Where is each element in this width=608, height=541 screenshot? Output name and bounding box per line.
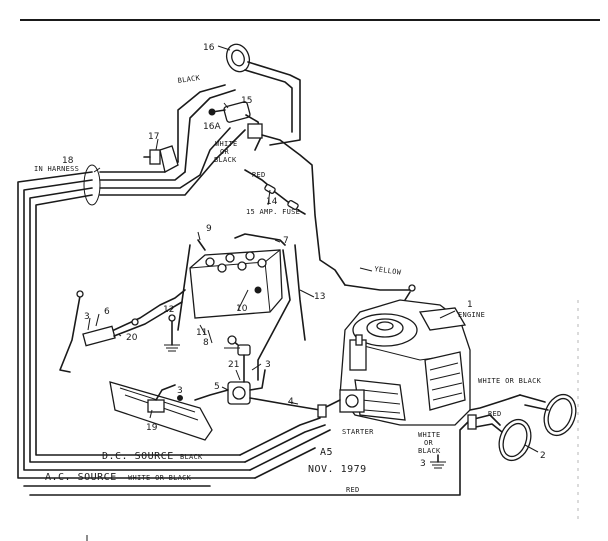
callout-20: 20 bbox=[126, 333, 138, 343]
label-dc-source: D.C. SOURCE bbox=[102, 451, 174, 462]
solenoid bbox=[194, 344, 321, 411]
engine bbox=[317, 284, 521, 426]
label-white-or-black-low-2: OR bbox=[424, 439, 434, 447]
label-starter: STARTER bbox=[342, 428, 374, 436]
callouts: 16 15 16A 17 18 14 9 7 10 13 12 11 8 21 … bbox=[62, 43, 546, 469]
label-ac-white-or-black: WHITE OR BLACK bbox=[128, 474, 192, 482]
label-in-harness: IN HARNESS bbox=[34, 165, 79, 173]
label-white-or-black-top-2: OR bbox=[220, 148, 230, 156]
callout-13: 13 bbox=[314, 292, 325, 302]
callout-21: 21 bbox=[228, 360, 239, 370]
label-white-or-black-top-1: WHITE bbox=[215, 140, 238, 148]
drawing-date: NOV. 1979 bbox=[308, 464, 367, 475]
callout-9: 9 bbox=[206, 224, 212, 234]
label-red-right: RED bbox=[488, 410, 502, 418]
label-ac-source: A.C. SOURCE bbox=[45, 472, 117, 483]
callout-10: 10 bbox=[236, 304, 248, 314]
callout-5: 5 bbox=[214, 382, 220, 392]
ground-21 bbox=[224, 335, 240, 349]
label-white-or-black-low-1: WHITE bbox=[418, 431, 441, 439]
engine-label: ENGINE bbox=[458, 311, 485, 319]
callout-3-throttle: 3 bbox=[84, 312, 90, 322]
gauge-16 bbox=[225, 43, 301, 146]
headlights bbox=[467, 393, 577, 462]
label-fuse: 15 AMP. FUSE bbox=[246, 208, 300, 216]
label-white-or-black-low-3: BLACK bbox=[418, 447, 441, 455]
label-white-or-black-top-3: BLACK bbox=[214, 156, 237, 164]
callout-3-ground: 3 bbox=[420, 459, 426, 469]
callout-17: 17 bbox=[148, 132, 159, 142]
pedal-switch-assembly bbox=[109, 381, 213, 441]
callout-3-mid: 3 bbox=[265, 360, 271, 370]
drawing-code: A5 bbox=[320, 447, 333, 458]
callout-16: 16 bbox=[203, 43, 215, 53]
leader-lines bbox=[87, 45, 539, 453]
callout-6: 6 bbox=[104, 307, 110, 317]
callout-7: 7 bbox=[283, 236, 289, 246]
label-yellow: YELLOW bbox=[374, 265, 402, 277]
callout-4: 4 bbox=[288, 397, 294, 407]
label-red-bottom: RED bbox=[346, 486, 360, 494]
callout-11: 11 bbox=[196, 328, 207, 338]
ignition-switch bbox=[208, 101, 346, 286]
callout-3-pedal: 3 bbox=[177, 386, 183, 396]
callout-8: 8 bbox=[203, 338, 209, 348]
label-black-top: BLACK bbox=[177, 74, 201, 85]
label-dc-black: BLACK bbox=[180, 453, 203, 461]
wire-labels: BLACK WHITE OR BLACK RED 15 AMP. FUSE IN… bbox=[34, 74, 542, 494]
callout-2: 2 bbox=[540, 451, 546, 461]
label-white-or-black-right: WHITE OR BLACK bbox=[478, 377, 542, 385]
callout-1: 1 bbox=[467, 300, 473, 310]
throttle-control bbox=[59, 289, 186, 373]
callout-19: 19 bbox=[146, 423, 158, 433]
drawing-footer: A5 NOV. 1979 bbox=[308, 447, 367, 475]
callout-16a: 16A bbox=[203, 122, 221, 132]
bottom-wires bbox=[23, 417, 471, 496]
wiring-harness bbox=[17, 84, 256, 479]
label-red-top: RED bbox=[252, 171, 266, 179]
callout-12: 12 bbox=[163, 305, 174, 315]
battery bbox=[177, 233, 306, 381]
switch-17 bbox=[143, 145, 179, 173]
callout-15: 15 bbox=[241, 96, 252, 106]
ground-12 bbox=[164, 314, 180, 352]
callout-14: 14 bbox=[266, 197, 278, 207]
fuse-14 bbox=[244, 169, 306, 215]
ground-3-lower bbox=[430, 454, 446, 469]
callout-18: 18 bbox=[62, 156, 74, 166]
